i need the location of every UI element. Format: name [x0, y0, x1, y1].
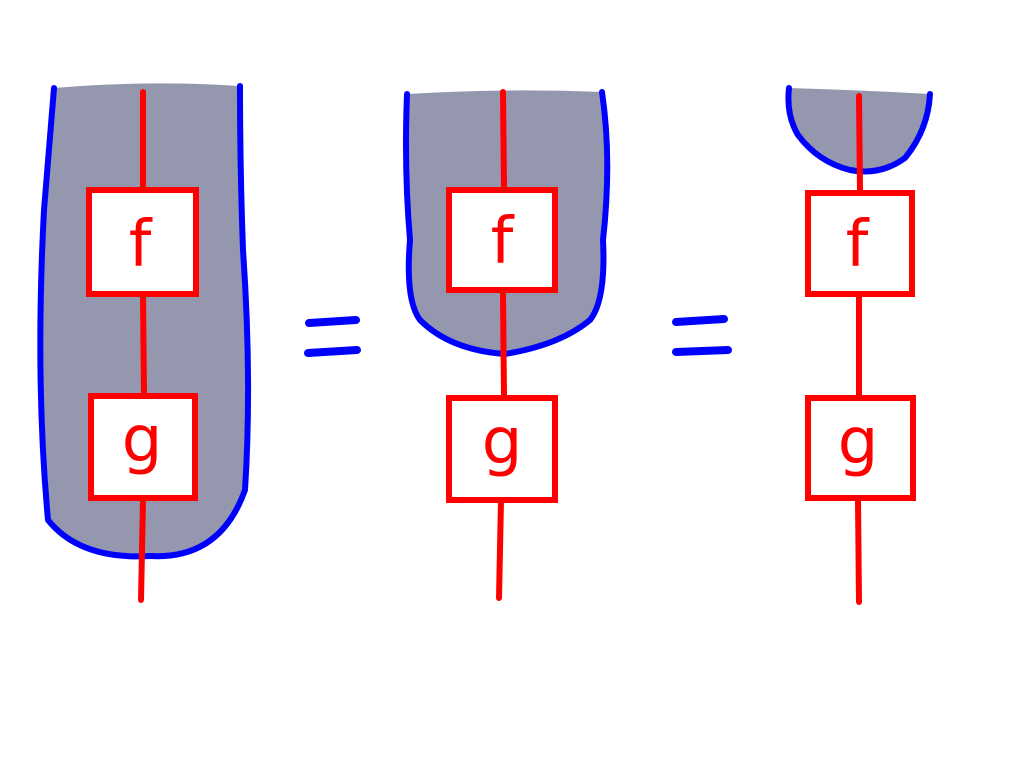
- box-f-right: [805, 190, 915, 297]
- wire-left: [138, 89, 147, 603]
- region-border-right: [785, 85, 933, 175]
- region-border-right-side: [147, 83, 252, 560]
- region-border-left-side: [37, 85, 153, 560]
- equals-sign-1: [304, 316, 361, 357]
- equals-sign-2: [672, 315, 732, 356]
- diagram-middle: f g: [403, 89, 611, 601]
- box-g-middle: [446, 395, 558, 503]
- label-f-middle: f: [491, 205, 515, 279]
- wire-right: [855, 93, 863, 605]
- diagram-left: f g: [37, 83, 252, 603]
- label-g-right: g: [838, 405, 879, 479]
- box-f-middle: [446, 187, 558, 293]
- label-g-middle: g: [482, 405, 523, 479]
- box-g-right: [805, 395, 916, 501]
- region-border-middle-right: [502, 89, 611, 357]
- wire-middle: [496, 89, 507, 601]
- label-f-right: f: [846, 208, 870, 282]
- label-g-left: g: [122, 403, 163, 477]
- box-g-left: [88, 393, 198, 501]
- label-f-left: f: [129, 208, 153, 282]
- box-f-left: [86, 187, 199, 297]
- diagram-right: f g: [785, 85, 933, 605]
- region-border-middle-left: [403, 91, 508, 357]
